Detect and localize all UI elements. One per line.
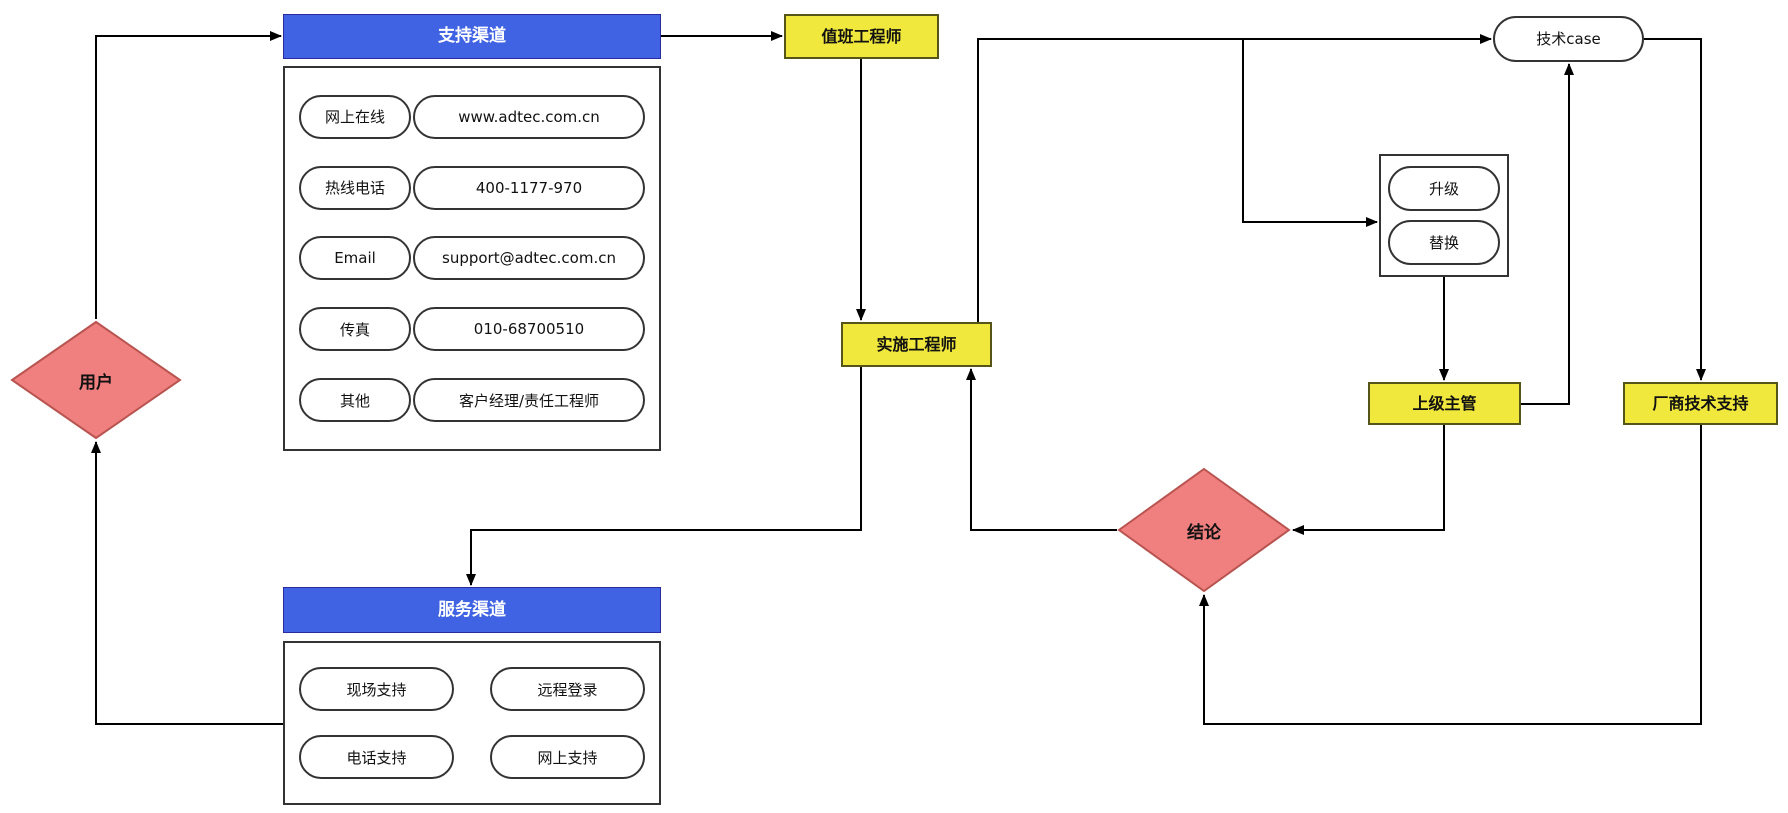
support-channels-header: 支持渠道 (283, 14, 661, 59)
user-node: 用户 (10, 320, 182, 440)
service-row: 电话支持 网上支持 (285, 735, 659, 779)
edge-implementation-engineer-to-service-channels (466, 367, 862, 586)
support-channel-value: support@adtec.com.cn (413, 236, 645, 281)
service-row: 现场支持 远程登录 (285, 667, 659, 711)
support-channel-value: 400-1177-970 (413, 165, 645, 210)
support-channel-name: 传真 (299, 307, 411, 352)
diamond-shape (1117, 467, 1291, 593)
user-label: 用户 (79, 372, 113, 393)
conclusion-node: 结论 (1117, 467, 1291, 593)
diamond-shape (10, 320, 182, 440)
tech-case-node: 技术case (1493, 16, 1644, 62)
support-channel-name: 网上在线 (299, 94, 411, 139)
vendor-support-node: 厂商技术支持 (1623, 382, 1778, 425)
support-channel-value: www.adtec.com.cn (413, 94, 645, 139)
edge-service-channels-to-user (91, 441, 283, 725)
support-row: Email support@adtec.com.cn (285, 236, 659, 281)
support-row: 传真 010-68700510 (285, 307, 659, 352)
edge-conclusion-to-implementation-engineer (966, 368, 1117, 531)
duty-engineer-node: 值班工程师 (784, 14, 939, 59)
support-channel-value: 客户经理/责任工程师 (413, 378, 645, 423)
service-channels-header: 服务渠道 (283, 587, 661, 633)
edge-supervisor-to-conclusion (1292, 425, 1445, 535)
service-channels-panel: 现场支持 远程登录 电话支持 网上支持 (283, 641, 661, 805)
implementation-engineer-node: 实施工程师 (841, 322, 992, 367)
support-row: 其他 客户经理/责任工程师 (285, 378, 659, 423)
service-channel-item: 现场支持 (299, 667, 454, 711)
service-channel-item: 电话支持 (299, 735, 454, 779)
conclusion-label: 结论 (1187, 522, 1221, 543)
replace-option: 替换 (1388, 220, 1500, 266)
support-channel-name: 热线电话 (299, 165, 411, 210)
edge-branch-to-upgrade-replace (1242, 39, 1378, 227)
edge-user-to-support-channels (95, 31, 282, 319)
support-channel-name: Email (299, 236, 411, 281)
support-channel-name: 其他 (299, 378, 411, 423)
edge-vendor-support-to-conclusion (1199, 425, 1702, 725)
upgrade-option: 升级 (1388, 165, 1500, 211)
edge-tech-case-to-vendor-support (1644, 38, 1706, 381)
support-channels-panel: 网上在线 www.adtec.com.cn 热线电话 400-1177-970 … (283, 66, 661, 451)
support-row: 热线电话 400-1177-970 (285, 165, 659, 210)
service-channel-item: 网上支持 (490, 735, 645, 779)
service-channel-item: 远程登录 (490, 667, 645, 711)
support-row: 网上在线 www.adtec.com.cn (285, 94, 659, 139)
support-channel-value: 010-68700510 (413, 307, 645, 352)
edge-supervisor-to-tech-case (1521, 63, 1574, 405)
upgrade-replace-panel: 升级 替换 (1379, 154, 1509, 277)
edge-implementation-engineer-to-tech-case (977, 34, 1492, 322)
supervisor-node: 上级主管 (1368, 382, 1521, 425)
